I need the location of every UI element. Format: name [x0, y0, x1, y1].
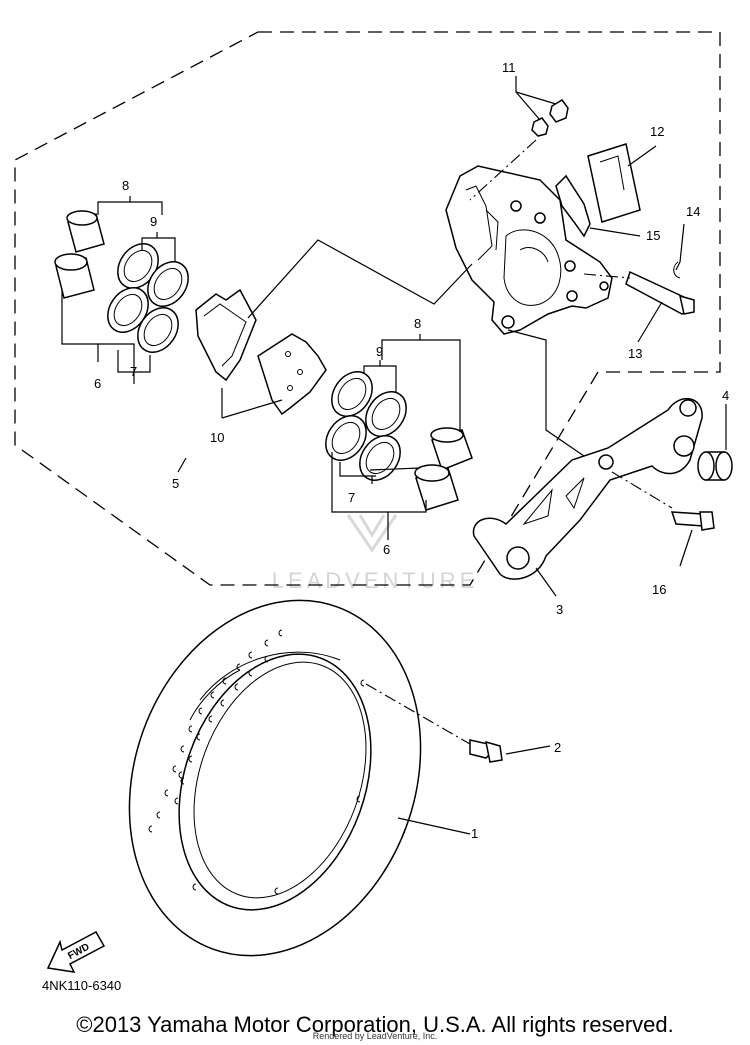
piston: [54, 253, 95, 299]
right-piston-seal-set: [325, 334, 473, 540]
diagram-code: 4NK110-6340: [42, 978, 122, 993]
callout-9-right: 9: [376, 344, 383, 359]
seal: [147, 261, 189, 307]
callout-7-right: 7: [348, 490, 355, 505]
seal: [137, 307, 179, 353]
callout-13: 13: [628, 346, 642, 361]
caliper-assembly-boundary: [14, 31, 721, 586]
seal: [365, 391, 407, 437]
callout-5: 5: [172, 476, 179, 491]
bleed-screw: [469, 76, 569, 201]
watermark: LEADVENTURE: [272, 514, 479, 593]
brake-caliper-body: [445, 165, 613, 335]
callout-12: 12: [650, 124, 664, 139]
piston: [66, 210, 105, 253]
left-piston-seal-set: [54, 196, 189, 384]
seal: [331, 371, 373, 417]
callout-10: 10: [210, 430, 224, 445]
callout-15: 15: [646, 228, 660, 243]
callout-7-left: 7: [130, 364, 137, 379]
callout-8-left: 8: [122, 178, 129, 193]
pad-support-clip: [555, 174, 641, 238]
callout-16: 16: [652, 582, 666, 597]
watermark-text: LEADVENTURE: [272, 568, 479, 593]
brake-disc: [128, 599, 471, 957]
callout-3: 3: [556, 602, 563, 617]
callout-9-left: 9: [150, 214, 157, 229]
callout-labels: 1 2 3 4 5 6 6 7 7 8 8 9 9 10 11 12 13 14…: [94, 60, 729, 841]
fwd-arrow-icon: FWD: [46, 930, 106, 973]
bracket-bolt: [611, 471, 715, 567]
rendered-by-notice: Rendered by LeadVenture, Inc.: [312, 1031, 438, 1041]
piston: [414, 464, 459, 511]
collar: [697, 404, 733, 481]
callout-6-left: 6: [94, 376, 101, 391]
brake-pad-right: [257, 333, 327, 416]
disc-holes: [148, 629, 365, 895]
callout-4: 4: [722, 388, 729, 403]
pad-spring: [587, 143, 657, 223]
callout-14: 14: [686, 204, 700, 219]
copyright-notice: ©2013 Yamaha Motor Corporation, U.S.A. A…: [76, 1012, 674, 1037]
callout-2: 2: [554, 740, 561, 755]
callout-6-right: 6: [383, 542, 390, 557]
brake-pads: [195, 288, 327, 419]
pad-pin: [583, 223, 695, 343]
brake-pad-left: [195, 288, 257, 382]
piston: [430, 427, 473, 471]
caliper-bracket: [472, 397, 703, 597]
disc-bolt: [365, 683, 551, 763]
callout-8-right: 8: [414, 316, 421, 331]
callout-1: 1: [471, 826, 478, 841]
callout-11: 11: [502, 60, 516, 75]
